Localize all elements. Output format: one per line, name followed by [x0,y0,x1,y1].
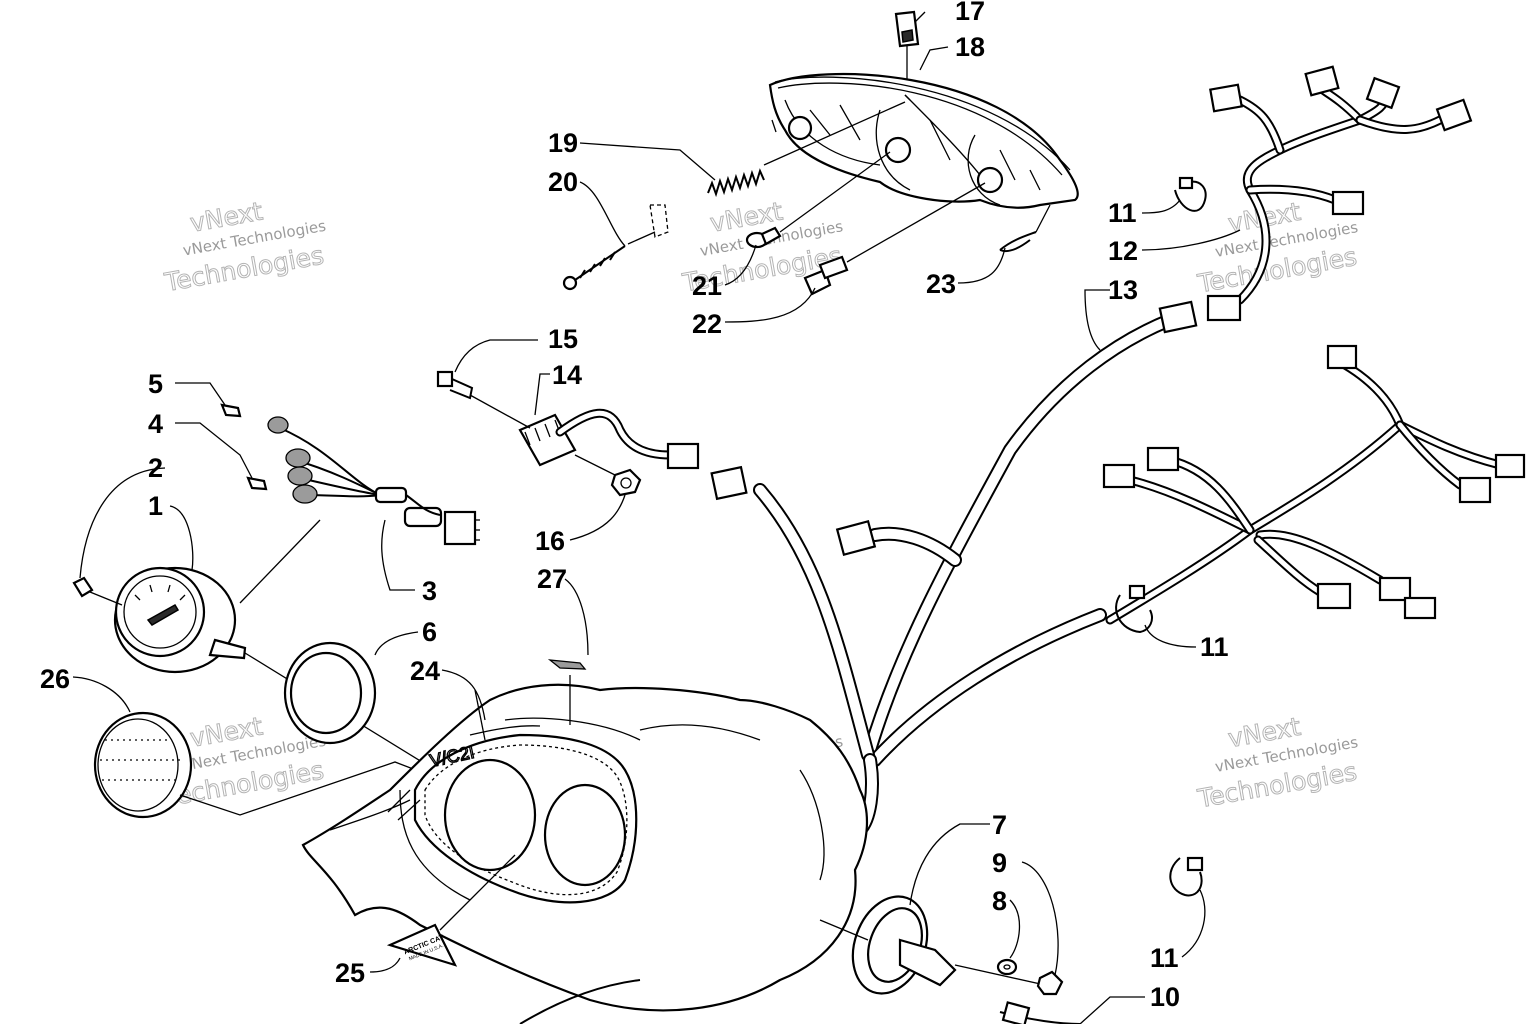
callout-2: 2 [148,453,163,483]
dimmer-switch-14 [518,408,700,470]
bezel-ring-6 [283,641,377,745]
watermark-top-left: vNext vNext Technologies Technologies [161,196,327,298]
bulb-5 [220,403,242,418]
watermark-bottom-right: vNext vNext Technologies Technologies [1194,711,1359,814]
callout-25: 25 [335,958,365,988]
headlight-housing [768,72,1079,209]
bulb-21 [745,151,891,249]
callout-9: 9 [992,848,1007,878]
callout-22: 22 [692,309,722,339]
callout-18: 18 [955,32,985,62]
ignition-switch-7 [819,895,1046,995]
gauge-wiring-3 [239,416,480,604]
washer-8 [996,958,1018,976]
callout-11-bottom: 11 [1150,943,1179,973]
retainer-clip-23 [999,204,1051,252]
callout-8: 8 [992,886,1007,916]
clip-marker [904,94,911,101]
callout-14: 14 [552,360,582,390]
cable-tie-11a [1174,176,1207,212]
leader-lines [72,11,1241,1024]
callout-16: 16 [535,526,565,556]
callout-1: 1 [148,491,163,521]
adjuster-screw-20 [562,204,669,291]
callout-3: 3 [422,576,437,606]
callout-11-mid: 11 [1200,632,1229,662]
rivet-27 [547,659,587,670]
wiring-harness [710,65,1526,837]
bulb-4 [246,476,268,491]
callout-12: 12 [1108,236,1138,266]
decal-25: ARCTIC CAT MADE IN U.S.A. [386,854,516,967]
spring-19 [707,168,765,198]
callout-17: 17 [955,0,985,26]
callout-15: 15 [548,324,578,354]
callout-20: 20 [548,167,578,197]
bulb-2 [72,576,123,606]
callout-5: 5 [148,369,163,399]
clip-17 [894,10,920,48]
bulb-socket-22 [803,182,986,296]
callout-13: 13 [1108,275,1138,305]
watermark-top-right: vNext vNext Technologies Technologies [1194,196,1359,299]
callout-labels: 17 18 19 20 21 22 23 11 12 13 15 14 5 4 … [40,0,1229,1012]
callout-11-top: 11 [1108,198,1137,228]
callout-19: 19 [548,128,578,158]
cable-10 [999,1001,1081,1024]
callout-26: 26 [40,664,70,694]
callout-6: 6 [422,617,437,647]
bolt-15 [436,370,531,429]
callout-4: 4 [148,409,163,439]
cable-tie-11b [1115,584,1153,634]
callout-27: 27 [537,564,567,594]
callout-23: 23 [926,269,956,299]
leader-spring [763,101,906,166]
callout-10: 10 [1150,982,1180,1012]
nut-16 [574,454,642,497]
cable-tie-11c [1169,856,1204,897]
nut-9 [1036,970,1064,996]
callout-21: 21 [692,271,722,301]
callout-24: 24 [410,656,440,686]
dash-pod-24: V/C2I [301,675,868,1024]
callout-7: 7 [992,810,1007,840]
